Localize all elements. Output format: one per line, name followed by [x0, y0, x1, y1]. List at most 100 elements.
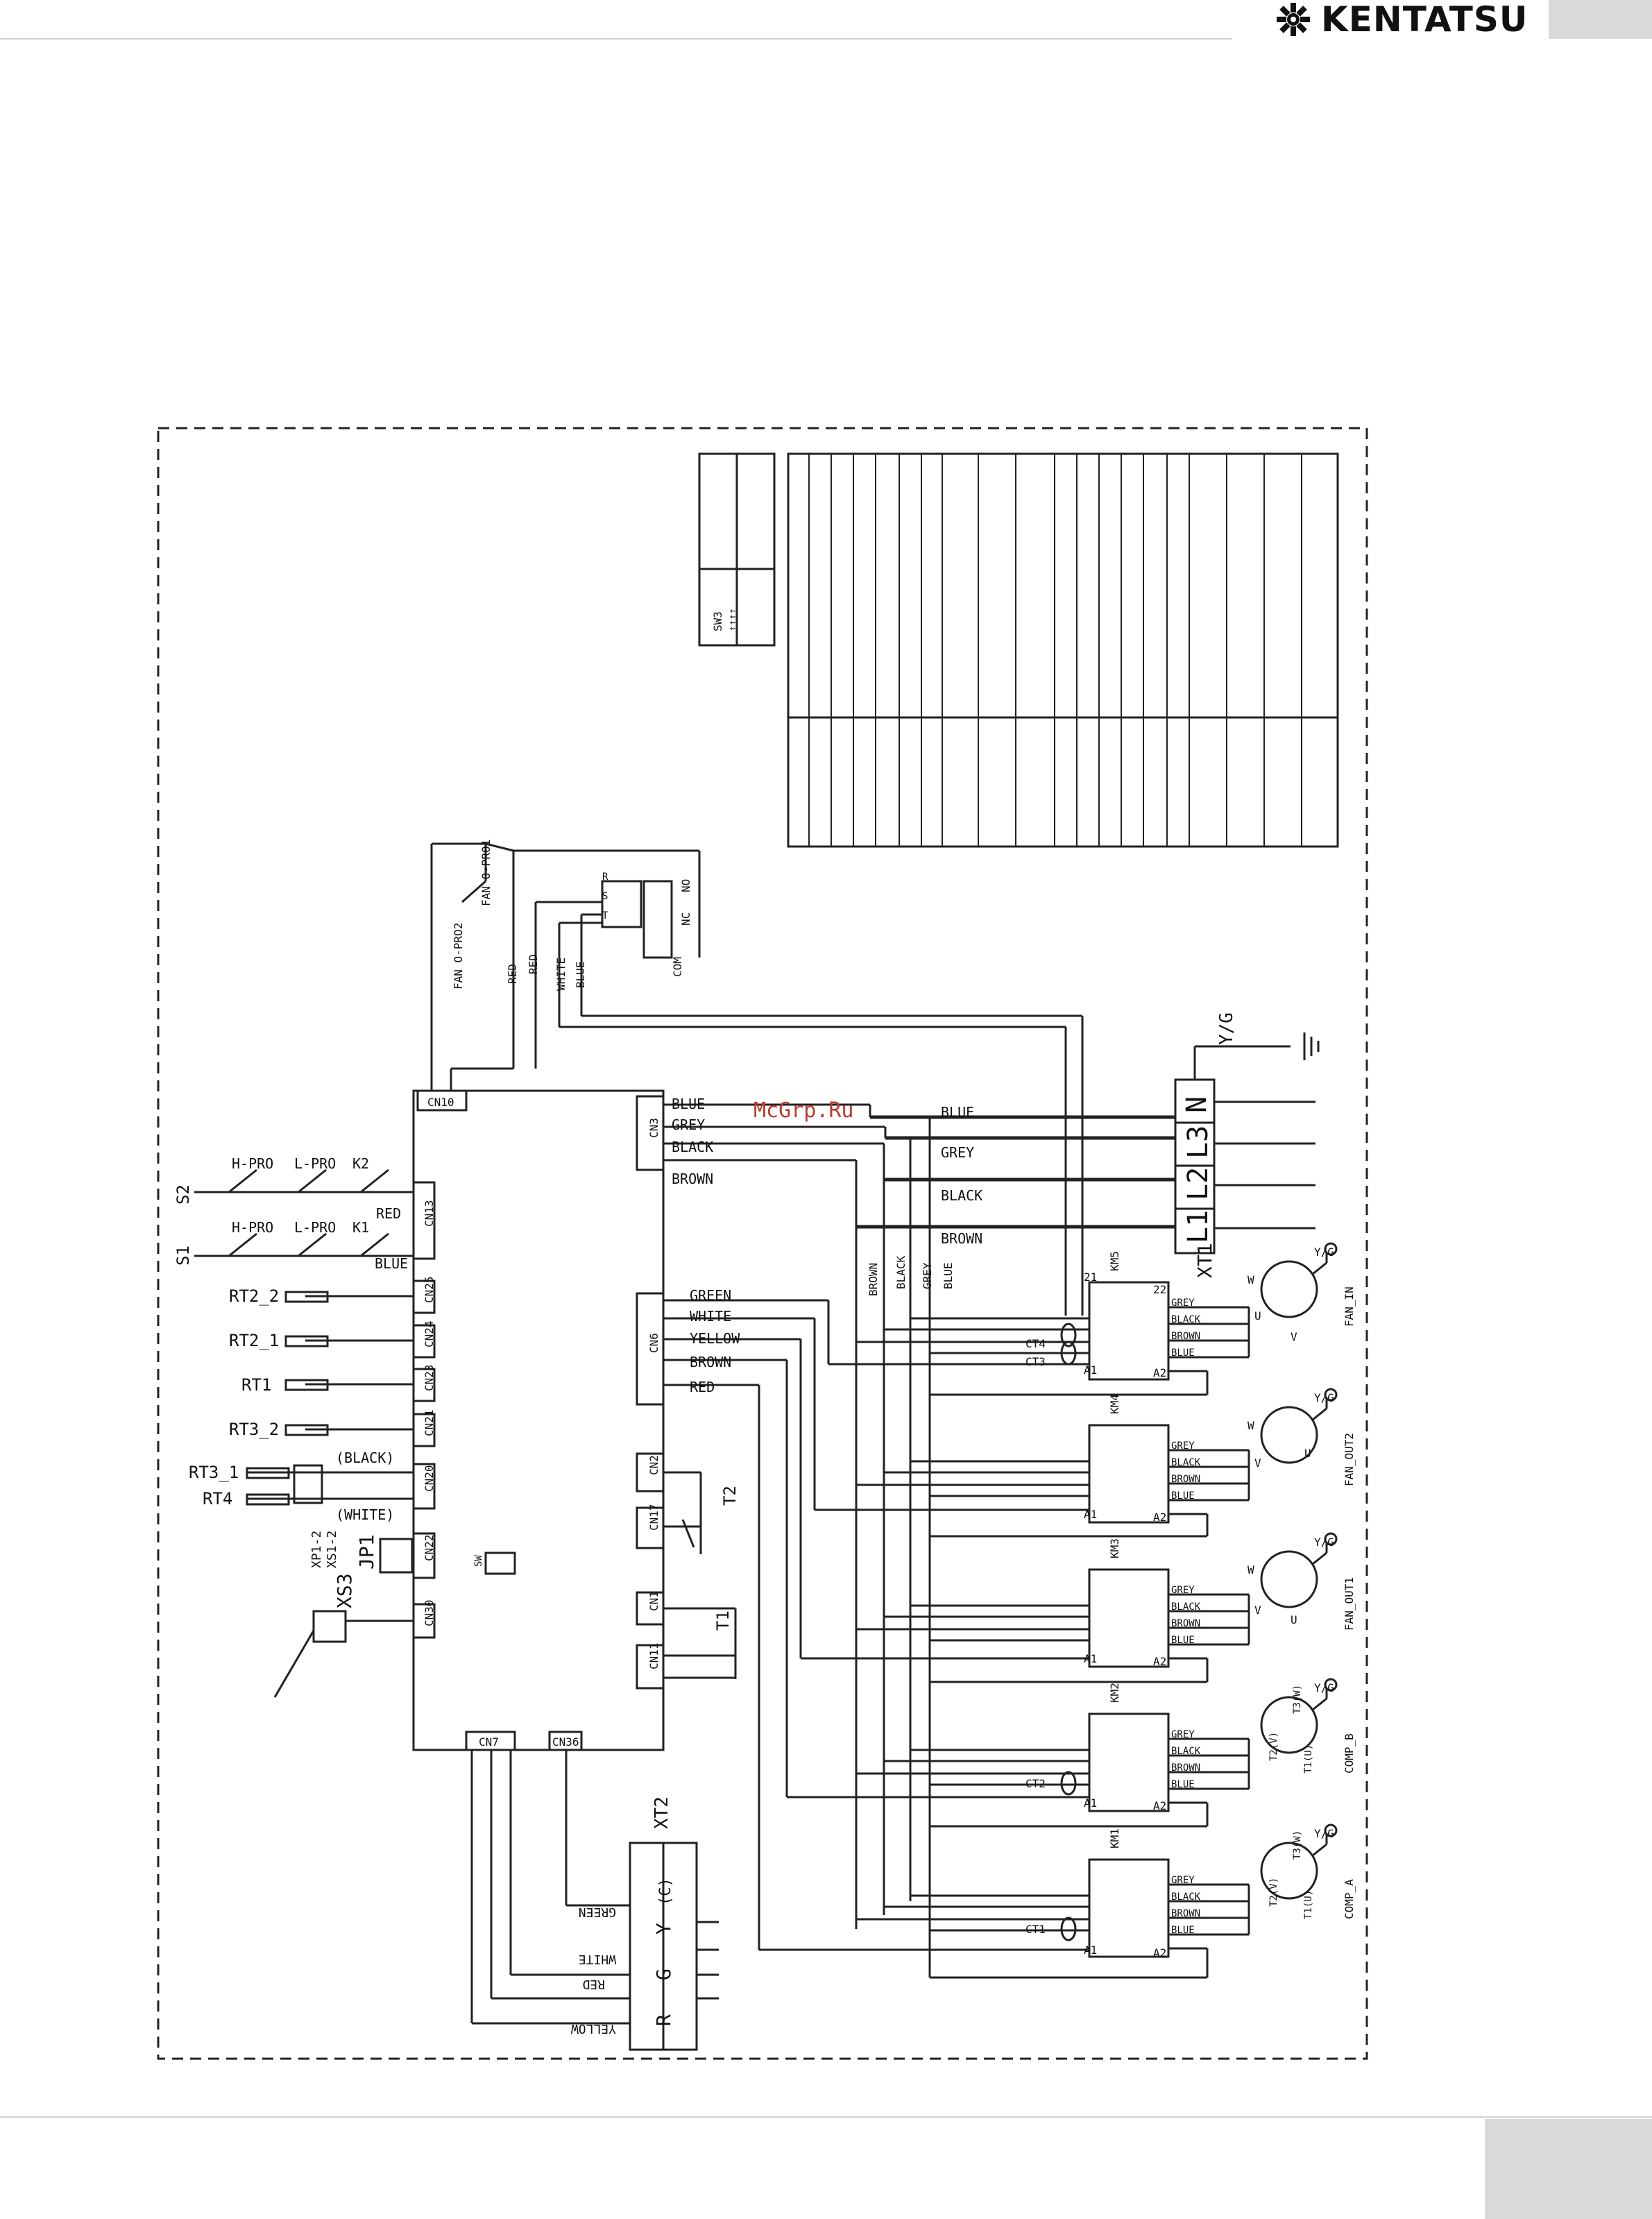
label-line-grey: GREY [941, 1144, 974, 1161]
label-cn6: CN6 [647, 1333, 661, 1353]
label-cn6-red: RED [690, 1379, 715, 1395]
setting-table [787, 452, 1339, 848]
comp-a-yg: Y/G [1314, 1827, 1334, 1840]
km2-black: BLACK [1171, 1746, 1201, 1757]
label-k2: K2 [352, 1155, 369, 1172]
label-cn17: CN17 [647, 1504, 661, 1531]
label-a1-km5: A1 [1084, 1363, 1097, 1377]
label-a2-km4: A2 [1153, 1511, 1166, 1524]
label-ct1: CT1 [1025, 1923, 1046, 1936]
fan-out1-u: U [1291, 1613, 1297, 1626]
label-cn25: CN25 [423, 1276, 436, 1303]
diagram-frame [157, 427, 1368, 2060]
main-pcb [412, 1089, 665, 1751]
fan-out1-w: W [1247, 1563, 1254, 1576]
label-h-pro-1: H-PRO [232, 1155, 273, 1172]
km2-blue: BLUE [1171, 1779, 1195, 1790]
label-cn23: CN23 [423, 1364, 436, 1391]
label-l1: L1 [1182, 1210, 1214, 1243]
km4-black: BLACK [1171, 1457, 1201, 1468]
label-com: COM [671, 957, 684, 977]
label-ct4: CT4 [1025, 1337, 1046, 1350]
label-jp1: JP1 [355, 1534, 378, 1570]
fan-out2-motor [1260, 1406, 1318, 1464]
footer-page-tab [1485, 2119, 1652, 2219]
km2-contactor [1088, 1712, 1170, 1812]
label-cn3-blue: BLUE [672, 1096, 705, 1112]
label-a2-km5: A2 [1153, 1366, 1166, 1379]
label-rt3-2: RT3_2 [229, 1420, 279, 1439]
label-l-pro-2: L-PRO [294, 1219, 336, 1236]
label-t: T [602, 910, 608, 921]
label-cn6-white: WHITE [690, 1308, 731, 1325]
km5-brown: BROWN [1171, 1331, 1200, 1342]
label-white-paren: (WHITE) [336, 1506, 394, 1523]
km3-grey: GREY [1171, 1585, 1195, 1596]
label-cn7: CN7 [479, 1735, 499, 1749]
label-sw3-sub: ↑↑↑↑ [727, 608, 738, 631]
km1-contactor [1088, 1858, 1170, 1958]
fan-out2-w: W [1247, 1419, 1254, 1432]
label-a2-km1: A2 [1153, 1946, 1166, 1959]
label-sw3: SW3 [711, 611, 724, 631]
label-red-b: RED [527, 954, 540, 974]
label-bus-grey: GREY [921, 1262, 934, 1289]
label-a1-km3: A1 [1084, 1652, 1097, 1665]
label-t2: T2 [720, 1486, 740, 1506]
comp-b-motor [1260, 1696, 1318, 1754]
comp-b-t3w: T3(W) [1292, 1685, 1303, 1714]
fan-in-u: U [1254, 1309, 1261, 1323]
label-a1-km4: A1 [1084, 1508, 1097, 1521]
label-l3: L3 [1182, 1125, 1214, 1159]
label-xt1: XT1 [1193, 1243, 1216, 1278]
label-l-pro-1: L-PRO [294, 1155, 336, 1172]
label-rt3-1: RT3_1 [189, 1463, 239, 1482]
label-n: N [1181, 1096, 1213, 1113]
fan-out2-v: V [1254, 1456, 1261, 1470]
label-blue-cn13: BLUE [375, 1255, 408, 1272]
label-black-paren: (BLACK) [336, 1449, 394, 1466]
table-column-lines [808, 454, 1302, 847]
header-grey-tab [1549, 0, 1652, 39]
label-rt1: RT1 [241, 1375, 271, 1395]
label-xt2-r: R [652, 2014, 675, 2026]
label-sw: SW [473, 1555, 484, 1567]
label-fan-out2: FAN_OUT2 [1343, 1433, 1356, 1486]
km4-contactor [1088, 1424, 1170, 1524]
label-rt4: RT4 [203, 1489, 232, 1508]
fan-in-motor [1260, 1260, 1318, 1318]
watermark: McGrp.Ru [753, 1098, 854, 1123]
label-blue-w: BLUE [574, 961, 587, 988]
comp-a-t3w: T3(W) [1292, 1830, 1303, 1860]
label-t1: T1 [713, 1610, 733, 1631]
label-line-blue: BLUE [941, 1104, 974, 1121]
label-cn2: CN2 [647, 1455, 661, 1475]
cn11-connector [636, 1644, 665, 1690]
comp-b-yg: Y/G [1314, 1681, 1334, 1694]
label-line-black: BLACK [941, 1187, 982, 1204]
label-k1: K1 [352, 1219, 369, 1236]
km4-brown: BROWN [1171, 1474, 1200, 1485]
label-bus-brown: BROWN [867, 1263, 880, 1296]
cn22-connector [412, 1532, 436, 1579]
label-cn3: CN3 [647, 1118, 661, 1138]
label-s2: S2 [173, 1184, 193, 1205]
label-white-w: WHITE [554, 958, 568, 991]
km4-blue: BLUE [1171, 1490, 1195, 1502]
comp-b-t1u: T1(U) [1303, 1744, 1314, 1774]
label-fan-o-pro2: FAN O-PRO2 [452, 923, 465, 989]
label-fan-out1: FAN_OUT1 [1343, 1577, 1356, 1631]
label-no: NO [679, 879, 692, 892]
label-xt2: XT2 [652, 1796, 672, 1829]
label-comp-b: COMP_B [1343, 1733, 1356, 1774]
km1-black: BLACK [1171, 1891, 1201, 1903]
kentatsu-logo-icon [1277, 3, 1310, 36]
label-km4: KM4 [1108, 1394, 1121, 1414]
label-cn36: CN36 [552, 1735, 579, 1749]
label-ct2: CT2 [1025, 1777, 1046, 1790]
label-cn6-yellow: YELLOW [690, 1330, 740, 1347]
comp-a-t1u: T1(U) [1303, 1890, 1314, 1919]
km1-brown: BROWN [1171, 1908, 1200, 1919]
label-km5: KM5 [1108, 1251, 1121, 1271]
label-s: S [602, 891, 608, 902]
